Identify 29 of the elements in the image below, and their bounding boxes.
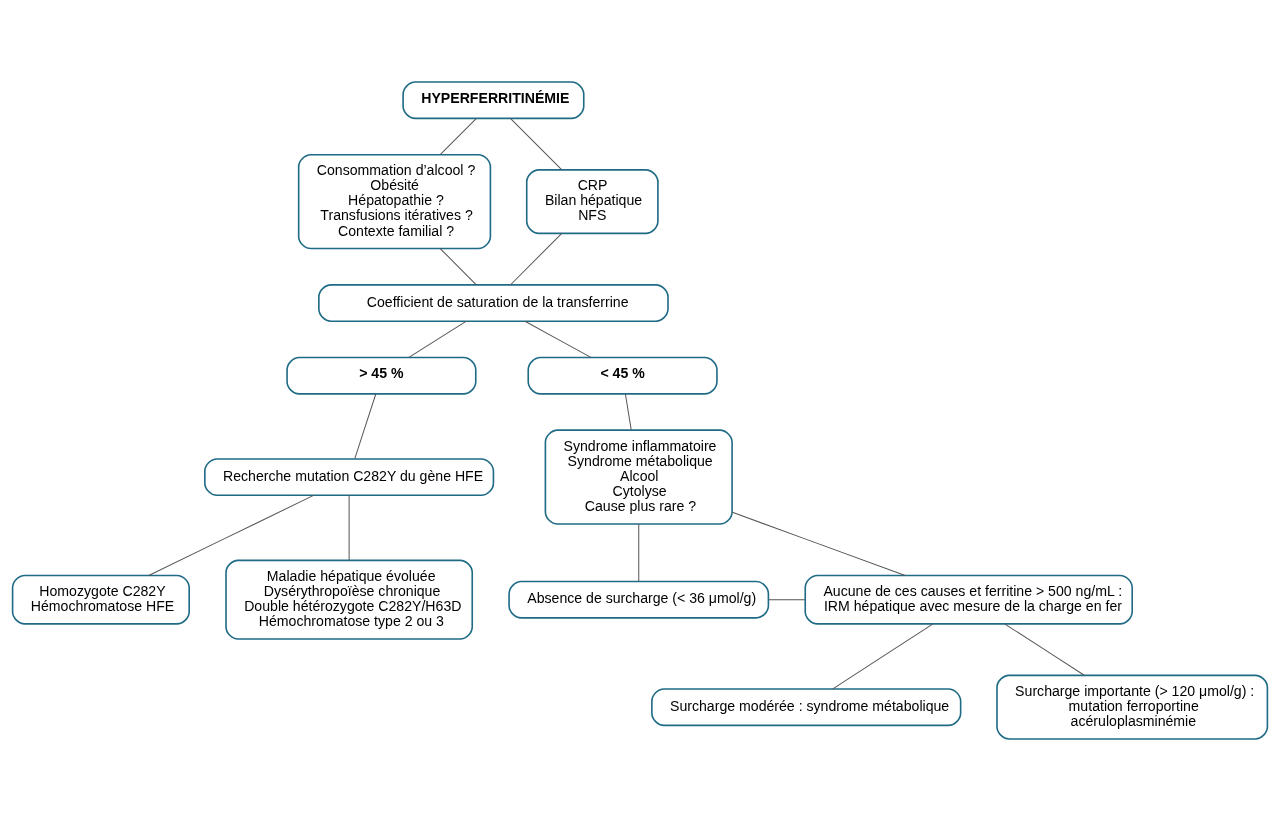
- connector: [510, 233, 563, 286]
- node-box: Maladie hépatique évoluée Dysérythropoïèse chronique Double hétérozygote C282Y/H63D Hémochromatose type 2 ou 3: [225, 559, 474, 640]
- connector: [148, 494, 315, 576]
- connector: [354, 393, 377, 460]
- connector: [624, 393, 632, 431]
- node-box: Syndrome inflammatoire Syndrome métabolique Alcool Cytolyse Cause plus rare ?: [544, 429, 733, 525]
- connector: [832, 623, 934, 690]
- connector: [768, 599, 806, 601]
- connector: [1004, 623, 1085, 676]
- node-box: CRP Bilan hépatique NFS: [525, 169, 659, 235]
- node-box: Homozygote C282Y Hémochromatose HFE: [11, 574, 190, 625]
- connector: [439, 248, 477, 286]
- node-box: Absence de surcharge (< 36 μmol/g): [508, 580, 770, 619]
- node-box: HYPERFERRITINÉMIE: [402, 81, 585, 120]
- node-box: Coefficient de saturation de la transferrine: [318, 284, 669, 322]
- connector: [638, 523, 640, 582]
- connector: [510, 118, 562, 170]
- connector: [348, 494, 350, 561]
- node-box: > 45 %: [286, 356, 477, 395]
- node-box: Surcharge modérée : syndrome métabolique: [651, 688, 962, 727]
- node-box: < 45 %: [527, 356, 718, 395]
- connector: [408, 320, 467, 358]
- node-box: Aucune de ces causes et ferritine > 500 ng/mL : IRM hépatique avec mesure de la charge en fer: [804, 574, 1133, 625]
- node-box: Recherche mutation C282Y du gène HFE: [204, 458, 495, 497]
- node-box: Surcharge importante (> 120 μmol/g) : mutation ferroportine acéruloplasminémie: [996, 674, 1269, 740]
- node-box: Consommation d’alcool ? Obésité Hépatopathie ? Transfusions itératives ? Contexte familial ?: [297, 153, 492, 250]
- connector: [439, 118, 477, 155]
- connector: [731, 511, 906, 576]
- connector: [524, 320, 592, 358]
